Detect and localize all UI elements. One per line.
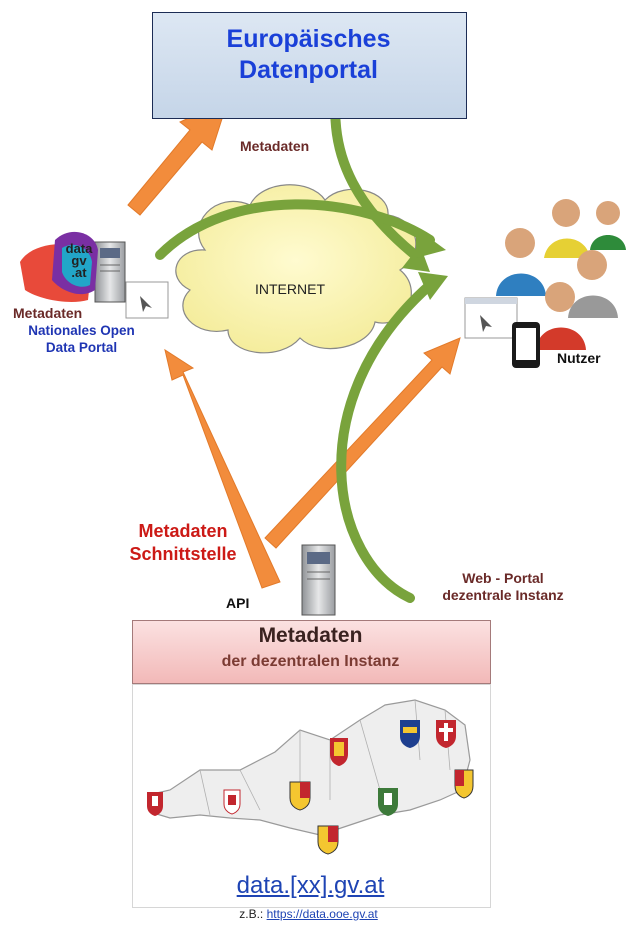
data-gv-at-logo — [20, 231, 98, 302]
arrowhead-national — [416, 228, 446, 258]
decentral-metadata-box — [132, 620, 491, 684]
example-line: z.B.: https://data.ooe.gv.at — [152, 907, 465, 921]
decentral-metadata-title: Metadaten — [258, 624, 363, 647]
metadaten-left-label: Metadaten — [13, 305, 83, 321]
server-icon-national — [94, 241, 169, 319]
austria-map — [147, 699, 471, 836]
coat-of-arms-icons — [147, 720, 474, 855]
eu-portal-title: Europäisches Datenportal — [152, 24, 465, 86]
logo-line3: .at — [71, 265, 87, 280]
schnittstelle-line1: Metadaten — [138, 521, 228, 541]
schnittstelle-label: Metadaten Schnittstelle — [108, 520, 258, 566]
national-portal-line2: Data Portal — [45, 340, 118, 355]
internet-label: INTERNET — [255, 281, 325, 297]
logo-line1: data — [65, 241, 93, 256]
users-icon — [464, 199, 626, 368]
arrow-bottom-to-users-green — [336, 280, 435, 603]
arrowhead-eu — [402, 245, 430, 272]
national-portal-label: Nationales Open Data Portal — [14, 322, 149, 356]
eu-portal-title-line1: Europäisches — [226, 25, 391, 53]
national-portal-line1: Nationales Open — [28, 323, 135, 338]
metadaten-top-label: Metadaten — [240, 138, 310, 154]
server-icon-api — [301, 544, 336, 616]
arrowhead-bottom — [418, 272, 448, 300]
map-link[interactable]: data.[xx].gv.at — [236, 872, 385, 899]
arrow-national-to-users — [155, 199, 435, 260]
schnittstelle-line2: Schnittstelle — [129, 544, 237, 564]
arrow-api-to-national — [164, 348, 281, 589]
internet-cloud — [175, 184, 417, 354]
example-url-link[interactable]: https://data.ooe.gv.at — [266, 907, 378, 921]
eu-portal-box — [152, 12, 467, 119]
web-portal-line2: dezentrale Instanz — [442, 587, 564, 603]
nutzer-label: Nutzer — [557, 350, 601, 366]
arrow-bottom-to-users — [264, 337, 461, 549]
web-portal-label: Web - Portal dezentrale Instanz — [428, 570, 578, 604]
orange-arrows — [127, 99, 461, 589]
web-portal-line1: Web - Portal — [462, 570, 544, 586]
example-prefix: z.B.: — [239, 907, 267, 921]
api-label: API — [226, 595, 250, 611]
logo-line2: gv — [71, 253, 87, 268]
eu-portal-title-line2: Datenportal — [239, 56, 378, 84]
logo-text: data gv .at — [60, 241, 98, 280]
decentral-metadata-subtitle: der dezentralen Instanz — [221, 653, 400, 670]
arrow-national-to-eu — [127, 99, 229, 216]
